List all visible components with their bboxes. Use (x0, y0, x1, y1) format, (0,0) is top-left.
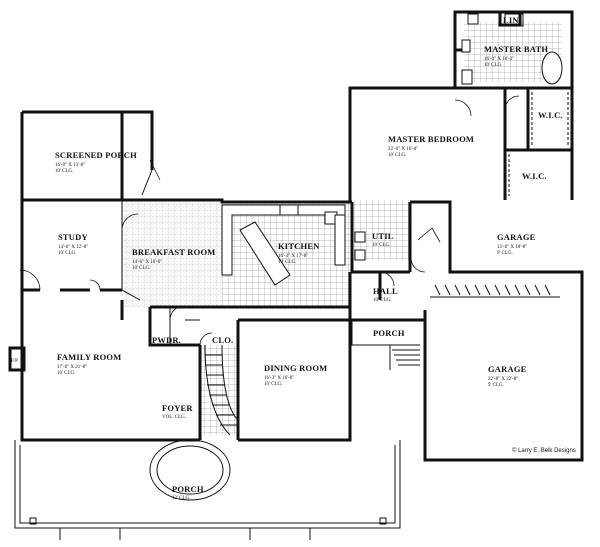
room-label-master-bath: MASTER BATH 16'-0" X 10'-3" 10' CLG. (484, 44, 548, 68)
room-label-hall: HALL 10' CLG. (373, 286, 398, 303)
svg-text:22'-0" X 16'-0": 22'-0" X 16'-0" (388, 147, 418, 152)
kitchen-cabinets (221, 204, 366, 286)
svg-text:10' CLG.: 10' CLG. (57, 371, 75, 376)
svg-text:13'-8" X 10'-8": 13'-8" X 10'-8" (497, 245, 527, 250)
tile-floor-areas (122, 22, 562, 435)
side-porch-steps (390, 344, 420, 366)
svg-text:PWDR.: PWDR. (152, 335, 181, 345)
side-porch-walls (351, 320, 391, 370)
svg-text:10' CLG.: 10' CLG. (372, 243, 390, 248)
svg-text:DINING ROOM: DINING ROOM (264, 363, 327, 373)
svg-text:10' CLG.: 10' CLG. (132, 266, 150, 271)
room-label-foyer: FOYER VOL. CLG. (162, 403, 193, 420)
room-label-study: STUDY 14'-6" X 12'-8" 10' CLG. (58, 232, 88, 256)
room-label-garage-large: GARAGE 22'-8" X 22'-8" 9' CLG. (488, 364, 527, 388)
svg-text:14'-6" X 12'-8": 14'-6" X 12'-8" (58, 245, 88, 250)
svg-text:W.I.C.: W.I.C. (522, 171, 547, 181)
svg-text:9' CLG.: 9' CLG. (488, 383, 504, 388)
svg-text:10' CLG.: 10' CLG. (484, 63, 502, 68)
room-label-breakfast: BREAKFAST ROOM 14'-6" X 10'-6" 10' CLG. (132, 247, 215, 271)
svg-text:10' CLG.: 10' CLG. (58, 251, 76, 256)
svg-text:10' CLG.: 10' CLG. (264, 382, 282, 387)
room-label-util: UTIL 10' CLG. (372, 231, 394, 248)
room-label-garage-small: GARAGE 13'-8" X 10'-8" 9' CLG. (497, 232, 536, 256)
room-label-pwdr: PWDR. (152, 335, 181, 345)
screened-porch-walls (20, 110, 154, 200)
svg-text:22'-8" X 22'-8": 22'-8" X 22'-8" (488, 377, 518, 382)
svg-text:HALL: HALL (373, 286, 398, 296)
front-porch (14, 439, 401, 540)
room-label-porch-side: PORCH (373, 328, 405, 338)
svg-text:UTIL: UTIL (372, 231, 394, 241)
room-label-family-room: FAMILY ROOM 17'-8" X 21'-8" 10' CLG. (57, 352, 121, 376)
room-label-dining: DINING ROOM 16'-3" X 16'-0" 10' CLG. (264, 363, 327, 387)
svg-text:10' CLG.: 10' CLG. (388, 153, 406, 158)
svg-text:BREAKFAST ROOM: BREAKFAST ROOM (132, 247, 215, 257)
svg-text:W.I.C.: W.I.C. (538, 110, 563, 120)
svg-text:FOYER: FOYER (162, 403, 193, 413)
room-label-porch-front: PORCH 12' CLG. (172, 484, 204, 501)
svg-text:12' CLG.: 12' CLG. (172, 496, 190, 501)
svg-text:PORCH: PORCH (172, 484, 204, 494)
garage-steps (430, 284, 560, 298)
svg-text:F/P: F/P (11, 359, 18, 364)
room-label-screened-porch: SCREENED PORCH 16'-0" X 13'-8" 10' CLG. (55, 150, 137, 174)
svg-text:GARAGE: GARAGE (488, 364, 527, 374)
designer-credit: © Larry E. Belk Designs (512, 447, 576, 454)
master-bath-fixtures (461, 13, 563, 85)
svg-text:17'-8" X 21'-8": 17'-8" X 21'-8" (57, 365, 87, 370)
svg-text:SCREENED PORCH: SCREENED PORCH (55, 150, 137, 160)
svg-text:14'-6" X 10'-6": 14'-6" X 10'-6" (132, 260, 162, 265)
door-swings (19, 95, 520, 346)
svg-text:KITCHEN: KITCHEN (278, 241, 320, 251)
svg-text:16'-3" X 16'-0": 16'-3" X 16'-0" (264, 376, 294, 381)
svg-text:16'-0" X 10'-3": 16'-0" X 10'-3" (484, 57, 514, 62)
svg-text:MASTER BATH: MASTER BATH (484, 44, 548, 54)
room-label-clo: CLO. (212, 335, 233, 345)
svg-text:10' CLG.: 10' CLG. (373, 298, 391, 303)
svg-text:© Larry E. Belk Designs: © Larry E. Belk Designs (512, 447, 576, 454)
room-label-lin: LIN. (503, 15, 521, 25)
svg-text:GARAGE: GARAGE (497, 232, 536, 242)
svg-text:FAMILY ROOM: FAMILY ROOM (57, 352, 121, 362)
svg-text:LIN.: LIN. (503, 15, 521, 25)
svg-text:16'-3" X 17'-8": 16'-3" X 17'-8" (278, 254, 308, 259)
svg-text:9' CLG.: 9' CLG. (497, 251, 513, 256)
svg-text:PORCH: PORCH (373, 328, 405, 338)
fireplace-label: F/P (11, 359, 18, 364)
closet-shelves (508, 92, 569, 196)
svg-text:16'-0" X 13'-8": 16'-0" X 13'-8" (55, 163, 85, 168)
svg-text:CLO.: CLO. (212, 335, 233, 345)
svg-text:10' CLG.: 10' CLG. (55, 169, 73, 174)
foyer-stair (204, 344, 239, 436)
svg-text:STUDY: STUDY (58, 232, 88, 242)
svg-text:MASTER BEDROOM: MASTER BEDROOM (388, 134, 474, 144)
room-label-kitchen: KITCHEN 16'-3" X 17'-8" 10' CLG. (278, 241, 320, 265)
room-label-wic-upper: W.I.C. (538, 110, 563, 120)
room-label-master-bedroom: MASTER BEDROOM 22'-0" X 16'-0" 10' CLG. (388, 134, 474, 158)
svg-text:VOL. CLG.: VOL. CLG. (162, 415, 186, 420)
room-label-wic-lower: W.I.C. (522, 171, 547, 181)
svg-text:10' CLG.: 10' CLG. (278, 260, 296, 265)
fireplace (8, 346, 26, 372)
